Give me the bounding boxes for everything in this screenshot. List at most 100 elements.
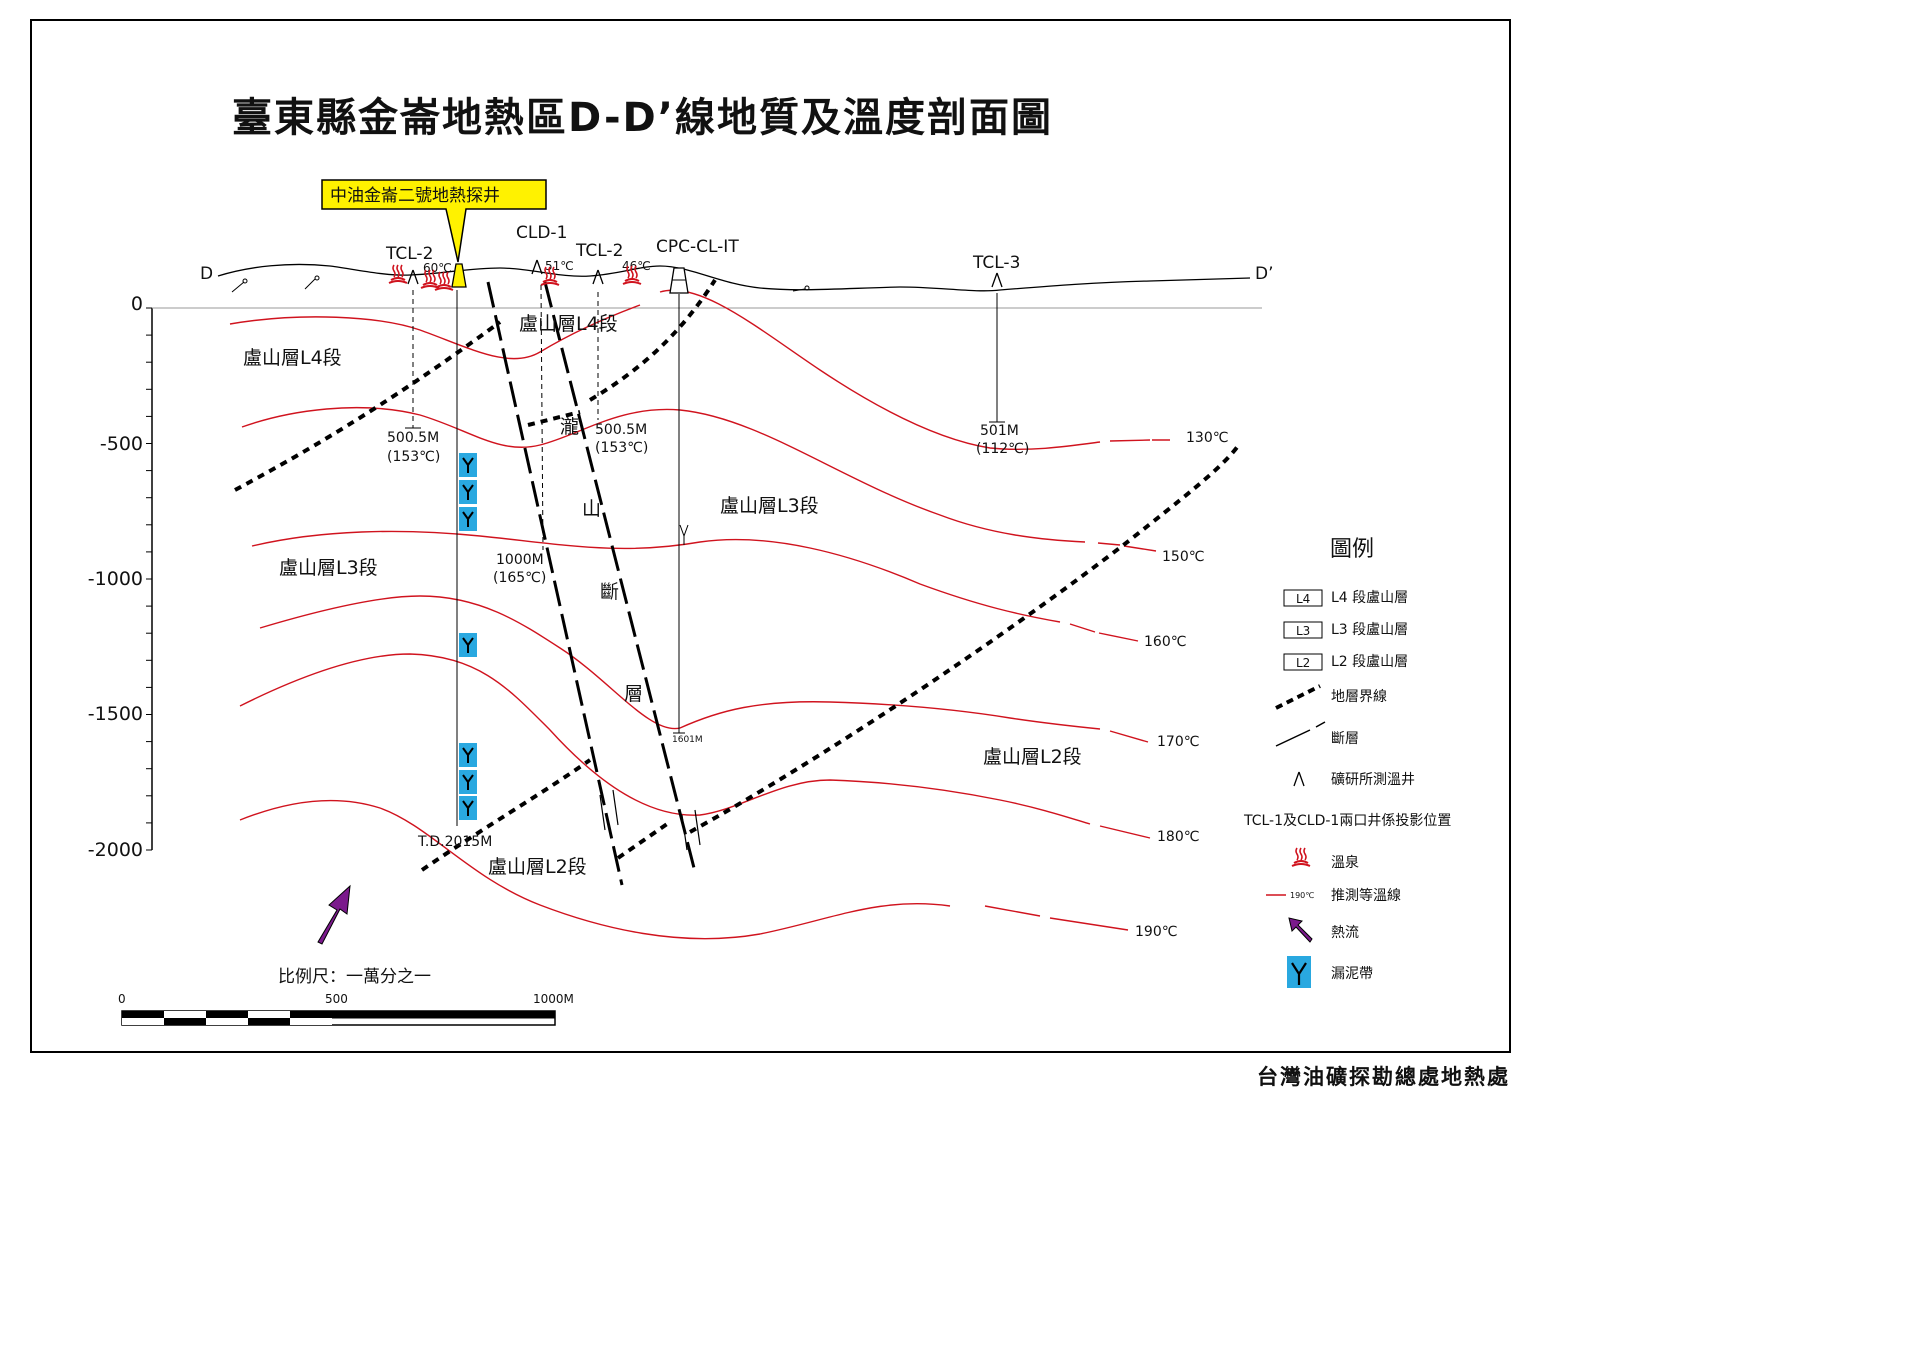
profile-start-label: D — [200, 264, 213, 284]
scale-block — [164, 1018, 206, 1025]
well-tcl2-right-bottom: (153℃) — [595, 440, 648, 456]
legend-l3-label: L3 段盧山層 — [1331, 622, 1408, 638]
well-cpc-name: CPC-CL-IT — [656, 237, 739, 257]
well-tcl2-right: TCL-2 46℃ 500.5M (153℃) — [575, 241, 651, 456]
fault-char-1: 瀧 — [560, 416, 579, 438]
legend-mudloss-label: 漏泥帶 — [1331, 966, 1373, 982]
scale-block — [269, 1011, 290, 1018]
legend-isotherm-sample: 190℃ — [1290, 891, 1314, 900]
legend-boundary-label: 地層界線 — [1331, 689, 1387, 705]
layer-l3-left: 盧山層L3段 — [279, 557, 378, 579]
well-cld1-depth: 1000M — [496, 552, 544, 568]
profile-end-label: D’ — [1255, 264, 1274, 284]
scale-tick-500: 500 — [325, 992, 348, 1006]
cross-section-figure: 臺東縣金崙地熱區D-D’線地質及溫度剖面圖 中油金崙二號地熱探井 0 -500 … — [30, 19, 1511, 1089]
well-cld1-name: CLD-1 — [516, 223, 567, 243]
formation-boundaries — [234, 278, 1240, 872]
layer-labels: 盧山層L4段 盧山層L4段 盧山層L3段 盧山層L3段 盧山層L2段 盧山層L2… — [243, 313, 1082, 878]
layer-l4-center: 盧山層L4段 — [519, 313, 618, 335]
depth-tick-500: -500 — [100, 433, 143, 455]
fault-char-4: 層 — [624, 683, 643, 705]
scale-block — [332, 1011, 555, 1018]
well-main: T.D.2015M — [417, 263, 492, 850]
well-tcl2-left: TCL-2 60℃ 500.5M (153℃) — [385, 244, 452, 465]
legend-fault-label: 斷層 — [1331, 731, 1359, 747]
figure-frame — [30, 19, 1511, 1053]
heat-flow-arrow — [317, 884, 351, 945]
scale-block — [122, 1011, 143, 1018]
legend-spring-label: 溫泉 — [1331, 854, 1359, 871]
fault-char-3: 斷 — [600, 581, 619, 603]
main-well-td: T.D.2015M — [417, 834, 492, 850]
isotherm-label-150: 150℃ — [1162, 549, 1204, 565]
mud-loss-zones — [458, 452, 478, 821]
layer-l2-bottom: 盧山層L2段 — [488, 856, 587, 878]
scale-block — [311, 1011, 332, 1018]
fault-name: 瀧 山 斷 層 — [560, 416, 643, 705]
well-tcl3: TCL-3 501M (112℃) — [972, 253, 1029, 457]
legend-spring-icon — [1291, 847, 1311, 867]
scale-tick-1000: 1000M — [533, 992, 574, 1006]
well-tcl2-right-name: TCL-2 — [575, 241, 623, 261]
legend-heatflow-icon — [1288, 917, 1313, 943]
legend-title: 圖例 — [1330, 537, 1374, 562]
callout-text: 中油金崙二號地熱探井 — [330, 186, 500, 206]
depth-tick-1500: -1500 — [88, 703, 143, 725]
well-tcl2-left-bottom: (153℃) — [387, 449, 440, 465]
legend-note: TCL-1及CLD-1兩口井係投影位置 — [1243, 813, 1451, 829]
depth-axis: 0 -500 -1000 -1500 -2000 — [88, 293, 1262, 861]
legend-l2-box: L2 — [1296, 656, 1310, 670]
well-tcl2-right-depth: 500.5M — [595, 422, 647, 438]
well-tcl2-left-depth: 500.5M — [387, 430, 439, 446]
topography-line — [217, 263, 1251, 292]
depth-tick-1000: -1000 — [88, 568, 143, 590]
dip-symbol — [231, 275, 810, 293]
well-cpc-depth: 1601M — [672, 735, 703, 745]
layer-l4-left: 盧山層L4段 — [243, 347, 342, 369]
isotherm-label-130: 130℃ — [1186, 430, 1228, 446]
isotherm-label-170: 170℃ — [1157, 734, 1199, 750]
scale-block — [185, 1011, 206, 1018]
well-tcl2-left-temp: 60℃ — [423, 261, 452, 275]
legend-l4-box: L4 — [1296, 592, 1310, 606]
scale-block — [248, 1018, 290, 1025]
legend-l4-label: L4 段盧山層 — [1331, 590, 1408, 606]
depth-tick-2000: -2000 — [88, 839, 143, 861]
well-cld1: CLD-1 51℃ 1000M (165℃) — [493, 223, 574, 586]
scale-block — [164, 1011, 185, 1018]
well-cld1-bottom: (165℃) — [493, 570, 546, 586]
well-tcl3-bottom: (112℃) — [976, 441, 1029, 457]
scale-title: 比例尺：一萬分之一 — [278, 967, 431, 987]
well-tcl2-left-name: TCL-2 — [385, 244, 433, 264]
isotherm-label-180: 180℃ — [1157, 829, 1199, 845]
fault-lines — [486, 281, 701, 886]
legend-l3-box: L3 — [1296, 624, 1310, 638]
isotherm-labels: 130℃ 150℃ 160℃ 170℃ 180℃ 190℃ — [1135, 430, 1228, 940]
well-cpc: CPC-CL-IT 1601M — [656, 237, 739, 745]
scale-tick-0: 0 — [118, 992, 126, 1006]
depth-tick-0: 0 — [131, 293, 143, 315]
scale-block — [290, 1018, 332, 1025]
layer-l2-right: 盧山層L2段 — [983, 746, 1082, 768]
legend-heatflow-label: 熱流 — [1331, 925, 1359, 941]
scale-block — [227, 1011, 248, 1018]
legend: 圖例 L4 L4 段盧山層 L3 L3 段盧山層 L2 L2 段盧山層 地層界線… — [1243, 537, 1451, 988]
footer-org: 台灣油礦探勘總處地熱處 — [1257, 1065, 1510, 1089]
well-tcl3-depth: 501M — [980, 423, 1019, 439]
layer-l3-right: 盧山層L3段 — [720, 495, 819, 517]
legend-well-icon — [1293, 771, 1305, 787]
scale-block — [143, 1011, 164, 1018]
scale-block — [122, 1018, 164, 1025]
scale-block — [206, 1018, 248, 1025]
well-cld1-temp: 51℃ — [545, 259, 574, 273]
legend-l2-label: L2 段盧山層 — [1331, 654, 1408, 670]
isotherm-label-190: 190℃ — [1135, 924, 1177, 940]
scale-block — [206, 1011, 227, 1018]
fault-char-2: 山 — [582, 498, 601, 520]
callout-bubble: 中油金崙二號地熱探井 — [321, 179, 547, 263]
legend-isotherm-label: 推測等溫線 — [1331, 887, 1401, 904]
isotherm-label-160: 160℃ — [1144, 634, 1186, 650]
scale-block — [290, 1011, 311, 1018]
legend-well-label: 礦研所測溫井 — [1331, 771, 1415, 788]
well-tcl2-right-temp: 46℃ — [622, 259, 651, 273]
